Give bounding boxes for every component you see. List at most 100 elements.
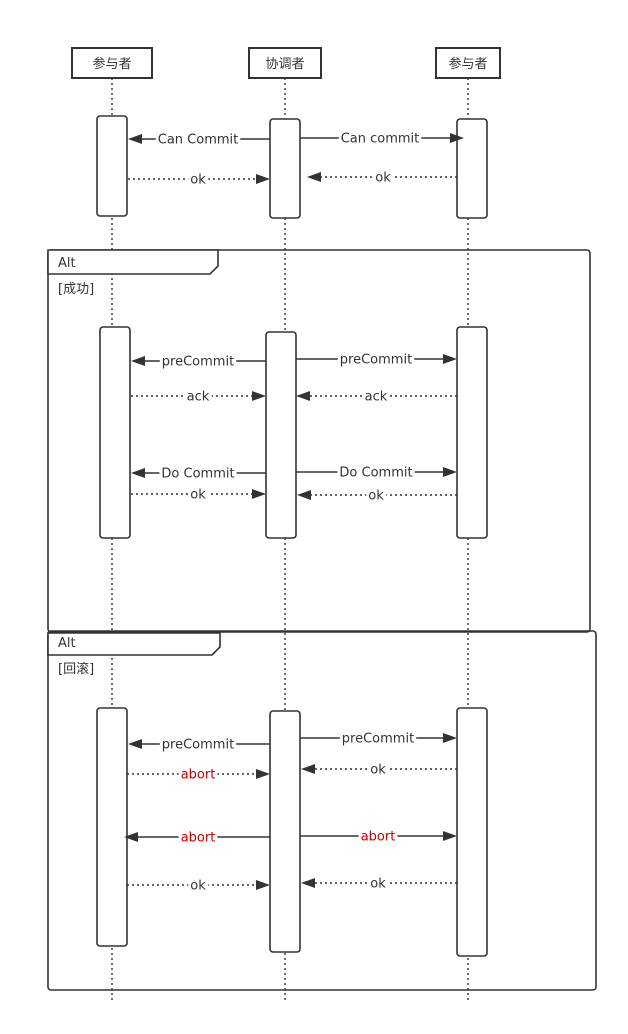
arrowhead	[252, 489, 266, 499]
message-label: ack	[365, 390, 388, 405]
arrowhead	[297, 490, 311, 500]
message-label-background	[184, 389, 212, 405]
activation-bar	[456, 707, 488, 957]
arrowhead	[301, 764, 315, 774]
message-arrow: ok	[301, 876, 457, 892]
message-label: ok	[190, 173, 206, 188]
svg-text:参与者: 参与者	[92, 56, 131, 72]
message-label-background	[337, 352, 415, 368]
message-label: preCommit	[162, 738, 234, 753]
message-label-background	[188, 172, 209, 188]
message-arrow: ok	[301, 762, 457, 778]
message-label-background	[159, 354, 237, 370]
arrowhead	[443, 733, 457, 743]
activation-bar	[456, 326, 488, 539]
alt-frame-operator: Alt	[58, 636, 76, 651]
message-label: preCommit	[340, 353, 412, 368]
message-arrow: ack	[131, 389, 266, 405]
message-label: Do Commit	[339, 466, 412, 481]
message-arrow: Can Commit	[128, 132, 270, 148]
message-label-background	[178, 767, 218, 783]
arrowhead	[128, 134, 142, 144]
message-label-background	[159, 466, 237, 482]
message-label: ok	[190, 879, 206, 894]
message-label: abort	[181, 831, 216, 846]
activation-bar	[456, 118, 488, 219]
arrowhead	[124, 832, 138, 842]
alt-frame-success: Alt [成功]	[47, 249, 591, 633]
message-arrow: ok	[131, 487, 266, 503]
arrowhead	[443, 354, 457, 364]
arrowhead	[296, 391, 310, 401]
arrowhead	[307, 172, 321, 182]
message-label-background	[188, 878, 209, 894]
alt-frame-guard: [成功]	[58, 282, 94, 297]
message-label-background	[358, 829, 398, 845]
message-arrow: Can commit	[300, 131, 464, 147]
coordinator-head: 协调者	[248, 47, 322, 79]
message-label: ok	[190, 488, 206, 503]
arrowhead	[256, 880, 270, 890]
message-arrow: ack	[296, 389, 457, 405]
message-label-background	[368, 876, 389, 892]
message-label: abort	[361, 830, 396, 845]
message-arrow: abort	[300, 829, 457, 845]
messages: Can Commit Can commit ok ok preCommit preComm…	[124, 131, 464, 894]
arrowhead	[256, 174, 270, 184]
message-arrow: preCommit	[131, 354, 266, 370]
svg-text:参与者: 参与者	[448, 56, 487, 72]
alt-frame-operator: Alt	[58, 256, 76, 271]
activation-bar	[96, 707, 128, 947]
arrowhead	[450, 133, 464, 143]
message-label-background	[338, 131, 422, 147]
message-label: abort	[181, 768, 216, 783]
arrowhead	[443, 831, 457, 841]
activation-bar	[96, 115, 128, 217]
message-label: Can Commit	[158, 133, 238, 148]
message-arrow: preCommit	[296, 352, 457, 368]
message-arrow: abort	[124, 830, 270, 846]
message-label-background	[373, 170, 394, 186]
message-label: ack	[187, 390, 210, 405]
message-arrow: ok	[127, 878, 270, 894]
alt-frame-rollback: Alt [回滚]	[47, 630, 597, 991]
message-arrow: ok	[297, 488, 457, 504]
message-label: preCommit	[162, 355, 234, 370]
message-arrow: preCommit	[300, 731, 457, 747]
activation-bar	[265, 331, 297, 539]
message-label-background	[159, 737, 237, 753]
arrowhead	[443, 467, 457, 477]
message-label-background	[339, 731, 417, 747]
message-label: preCommit	[342, 732, 414, 747]
message-label: ok	[370, 763, 386, 778]
message-label-background	[178, 830, 218, 846]
message-label-background	[366, 488, 387, 504]
message-label-background	[155, 132, 241, 148]
message-arrow: Do Commit	[131, 466, 266, 482]
message-label: Do Commit	[161, 467, 234, 482]
message-label-background	[362, 389, 390, 405]
message-label-background	[188, 487, 209, 503]
activation-bar	[269, 118, 301, 219]
participant-right-head: 参与者	[435, 47, 501, 79]
activation-bar	[99, 326, 131, 539]
arrowhead	[252, 391, 266, 401]
activation-bar	[269, 710, 301, 953]
message-label: ok	[370, 877, 386, 892]
message-label: ok	[375, 171, 391, 186]
arrowhead	[256, 769, 270, 779]
message-arrow: Do Commit	[296, 465, 457, 481]
svg-text:协调者: 协调者	[265, 57, 304, 72]
message-label: ok	[368, 489, 384, 504]
arrowhead	[301, 878, 315, 888]
arrowhead	[128, 739, 142, 749]
message-arrow: ok	[307, 170, 457, 186]
message-arrow: preCommit	[128, 737, 270, 753]
participant-left-head: 参与者	[71, 47, 153, 79]
message-label-background	[368, 762, 389, 778]
arrowhead	[131, 468, 145, 478]
alt-frame-guard: [回滚]	[58, 661, 94, 677]
message-arrow: ok	[128, 172, 270, 188]
message-label-background	[337, 465, 415, 481]
